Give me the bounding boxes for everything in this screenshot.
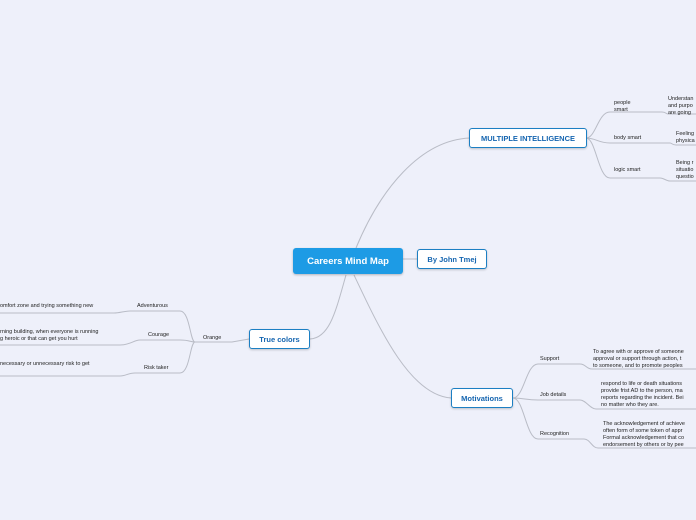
note-line: omfort zone and trying something new bbox=[0, 303, 94, 309]
note-recognition[interactable]: The acknowledgement of achieve often for… bbox=[603, 421, 685, 449]
link-orange-courage bbox=[0, 339, 196, 346]
note-line: no matter who they are. bbox=[601, 402, 659, 408]
note-line: approval or support through action, t bbox=[593, 356, 682, 362]
note-line: g heroic or that can get you hurt bbox=[0, 336, 78, 342]
note-line: often form of some token of appr bbox=[603, 428, 683, 434]
author-node[interactable]: By John Tmej bbox=[417, 249, 487, 269]
subtopic-label-line: smart bbox=[614, 107, 628, 113]
note-line: are going bbox=[668, 110, 691, 116]
subtopic-body-smart[interactable]: body smart bbox=[614, 135, 641, 142]
note-line: physica bbox=[676, 138, 695, 144]
link-mot-recognition bbox=[512, 397, 696, 449]
note-job-details[interactable]: respond to life or death situations prov… bbox=[601, 381, 684, 409]
note-line: and purpo bbox=[668, 103, 693, 109]
link-mi-people-text bbox=[661, 111, 696, 115]
true-colors-node[interactable]: True colors bbox=[249, 329, 310, 349]
note-risk-taker[interactable]: necessary or unnecessary risk to get bbox=[0, 361, 90, 368]
note-line: to someone, and to promote peoples bbox=[593, 363, 683, 369]
note-support[interactable]: To agree with or approve of someone appr… bbox=[593, 349, 684, 370]
multiple-intelligence-node[interactable]: MULTIPLE INTELLIGENCE bbox=[469, 128, 587, 148]
link-central-true-colors bbox=[309, 274, 347, 340]
motivations-node[interactable]: Motivations bbox=[451, 388, 513, 408]
central-topic[interactable]: Careers Mind Map bbox=[293, 248, 403, 274]
note-line: Being r bbox=[676, 160, 694, 166]
note-line: The acknowledgement of achieve bbox=[603, 421, 685, 427]
subtopic-logic-smart[interactable]: logic smart bbox=[614, 167, 641, 174]
subtopic-orange[interactable]: Orange bbox=[203, 335, 222, 341]
subtopic-recognition[interactable]: Recognition bbox=[540, 431, 570, 437]
note-adventurous[interactable]: omfort zone and trying something new bbox=[0, 303, 93, 310]
subtopic-people-smart[interactable]: people smart bbox=[614, 100, 631, 114]
subtopic-adventurous[interactable]: Adventurous bbox=[137, 303, 168, 309]
note-people-smart[interactable]: Understan and purpo are going bbox=[668, 96, 693, 117]
note-line: provide frist AD to the person, ma bbox=[601, 388, 683, 394]
subtopic-label-line: body smart bbox=[614, 135, 642, 141]
link-orange-adventurous bbox=[0, 310, 196, 343]
link-central-motivations bbox=[353, 274, 452, 399]
subtopic-label-line: people bbox=[614, 100, 631, 106]
subtopic-label-line: logic smart bbox=[614, 167, 641, 173]
link-mi-people bbox=[585, 111, 662, 139]
note-line: rning building, when everyone is running bbox=[0, 329, 99, 335]
subtopic-risk-taker[interactable]: Risk taker bbox=[144, 365, 169, 371]
note-line: Feeling bbox=[676, 131, 695, 137]
note-line: situatio bbox=[676, 167, 694, 173]
note-line: Understan bbox=[668, 96, 694, 102]
note-logic-smart[interactable]: Being r situatio questio bbox=[676, 160, 694, 181]
subtopic-courage[interactable]: Courage bbox=[148, 332, 170, 338]
link-mot-job bbox=[512, 397, 696, 410]
note-courage[interactable]: rning building, when everyone is running… bbox=[0, 329, 98, 343]
note-line: questio bbox=[676, 174, 694, 180]
subtopic-job-details[interactable]: Job details bbox=[540, 392, 567, 398]
note-line: Formal acknowledgement that co bbox=[603, 435, 685, 441]
link-central-multiple-intelligence bbox=[355, 137, 471, 249]
note-body-smart[interactable]: Feeling physica bbox=[676, 131, 695, 145]
link-mi-body-text bbox=[669, 142, 696, 146]
link-mot-support bbox=[512, 363, 696, 399]
note-line: endorsement by others or by pee bbox=[603, 442, 684, 448]
note-line: reports regarding the incident. Bei bbox=[601, 395, 684, 401]
link-orange-risk bbox=[0, 341, 196, 377]
note-line: To agree with or approve of someone bbox=[593, 349, 684, 355]
subtopic-support[interactable]: Support bbox=[540, 356, 560, 362]
link-mi-logic bbox=[585, 137, 671, 182]
link-mi-body bbox=[585, 137, 670, 144]
note-line: necessary or unnecessary risk to get bbox=[0, 361, 90, 367]
link-tc-orange bbox=[195, 338, 250, 343]
note-line: respond to life or death situations bbox=[601, 381, 683, 387]
